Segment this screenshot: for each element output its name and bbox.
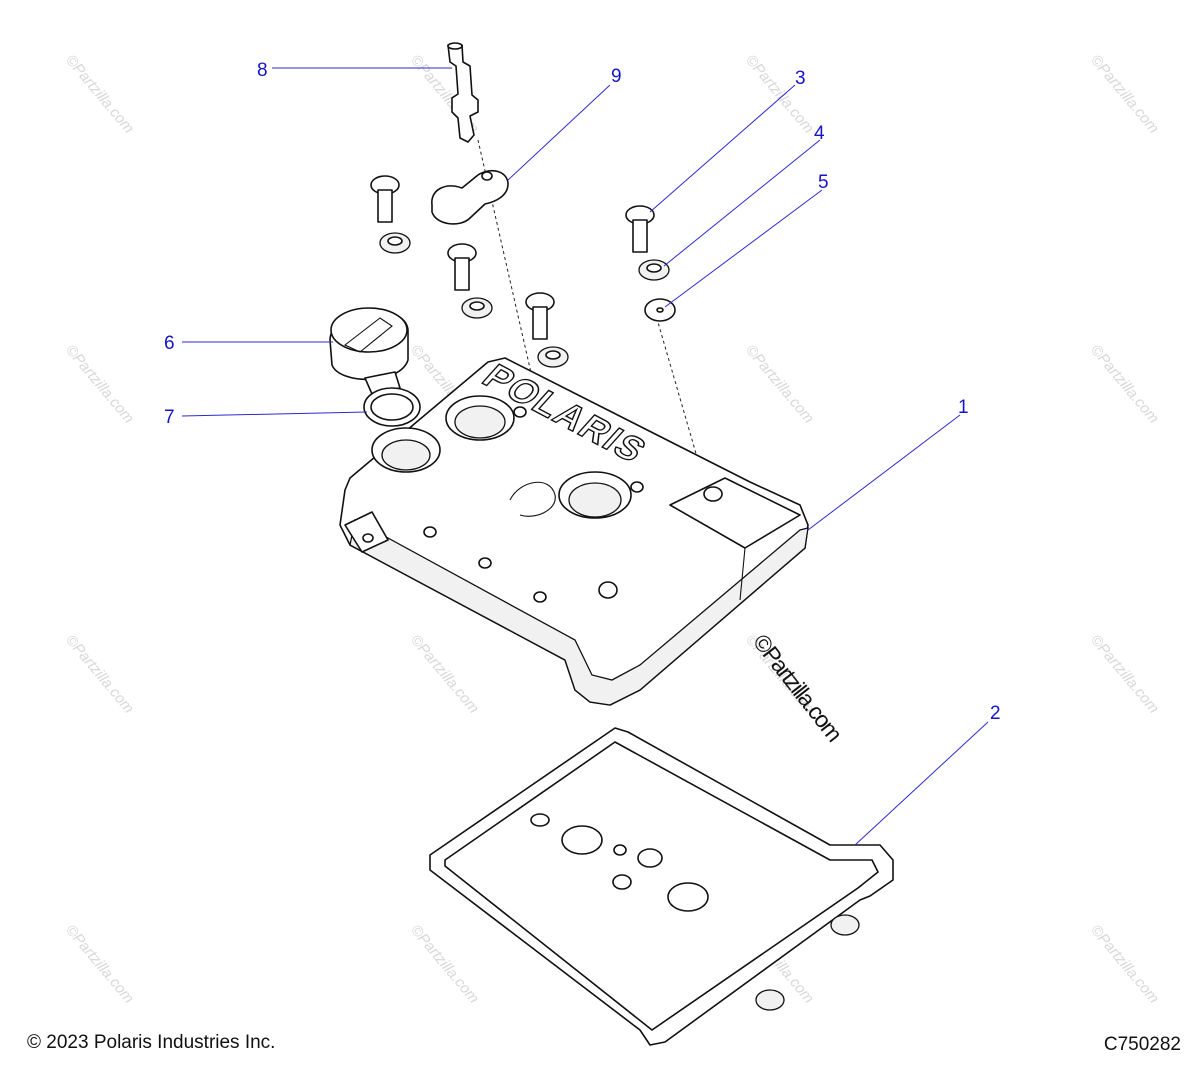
grommet (537, 346, 569, 368)
watermark: ©Partzilla.com (407, 632, 482, 717)
grommet (461, 297, 493, 319)
bolt (525, 292, 555, 340)
valve-cover-gasket (429, 727, 894, 1046)
breather-plate (431, 169, 509, 225)
grommets (379, 232, 670, 368)
watermark: ©Partzilla.com (62, 52, 137, 137)
grommet (638, 259, 670, 281)
watermark: ©Partzilla.com (62, 342, 137, 427)
callout-4: 4 (814, 123, 825, 144)
watermark: ©Partzilla.com (1087, 632, 1162, 717)
callout-2: 2 (990, 703, 1001, 724)
bolt (370, 175, 400, 223)
callout-6: 6 (164, 333, 175, 354)
copyright-notice: © 2023 Polaris Industries Inc. (27, 1032, 276, 1053)
watermark: ©Partzilla.com (62, 632, 137, 717)
watermark: ©Partzilla.com (62, 922, 137, 1007)
callout-9: 9 (611, 66, 622, 87)
bolt (625, 205, 655, 253)
callout-8: 8 (257, 60, 268, 81)
watermark: ©Partzilla.com (407, 922, 482, 1007)
callout-1: 1 (958, 397, 969, 418)
watermark: ©Partzilla.com (1087, 342, 1162, 427)
callout-5: 5 (818, 172, 829, 193)
washer (644, 298, 676, 322)
o-ring (363, 387, 421, 427)
watermark: ©Partzilla.com (742, 52, 817, 137)
partzilla-watermark: ©Partzilla.com (748, 629, 847, 746)
bolt (447, 243, 477, 291)
breather-fitting (447, 42, 479, 143)
grommet (379, 232, 411, 254)
callout-7: 7 (164, 407, 175, 428)
bolts (370, 175, 655, 340)
watermark: ©Partzilla.com (1087, 52, 1162, 137)
callout-3: 3 (795, 68, 806, 89)
callout-numbers: 1 2 3 4 5 6 7 8 9 (164, 60, 1001, 724)
oil-filler-cap (329, 307, 409, 395)
figure-code: C750282 (1103, 1034, 1181, 1055)
watermark: ©Partzilla.com (742, 342, 817, 427)
leader-lines (181, 67, 989, 846)
watermark: ©Partzilla.com (1087, 922, 1162, 1007)
